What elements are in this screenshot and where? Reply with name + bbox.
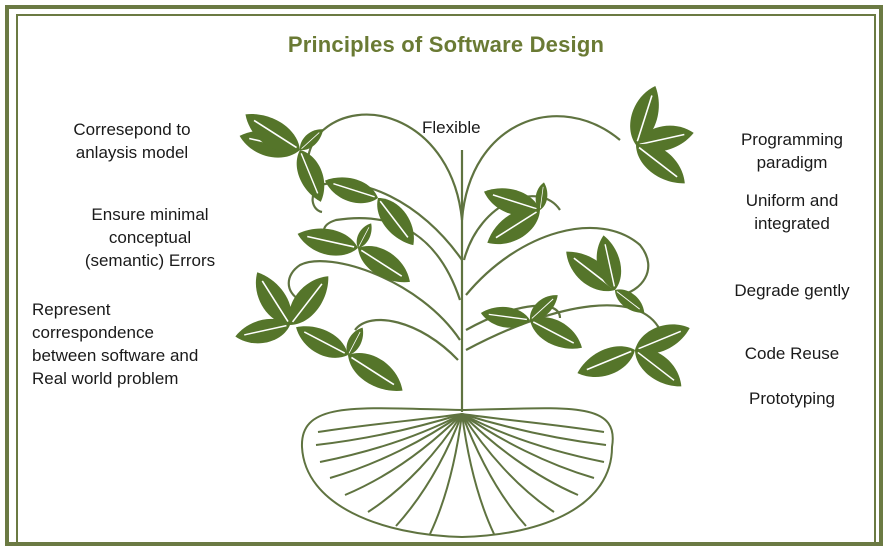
label-represent-correspondence: Represent correspondence between softwar… bbox=[32, 300, 199, 388]
inner-border bbox=[16, 14, 876, 544]
label-programming-paradigm: Programming paradigm bbox=[740, 130, 844, 172]
label-prototyping: Prototyping bbox=[749, 389, 835, 408]
label-flexible: Flexible bbox=[422, 118, 481, 137]
label-code-reuse: Code Reuse bbox=[744, 344, 840, 363]
label-correspond-analysis: Corresepond to anlaysis model bbox=[73, 120, 191, 162]
outer-border bbox=[5, 5, 883, 546]
label-uniform-integrated: Uniform and integrated bbox=[745, 191, 839, 233]
label-degrade-gently: Degrade gently bbox=[734, 281, 850, 300]
diagram-title: Principles of Software Design bbox=[287, 32, 605, 57]
pot bbox=[300, 407, 614, 539]
label-minimal-errors: Ensure minimal conceptual (semantic) Err… bbox=[84, 205, 216, 270]
